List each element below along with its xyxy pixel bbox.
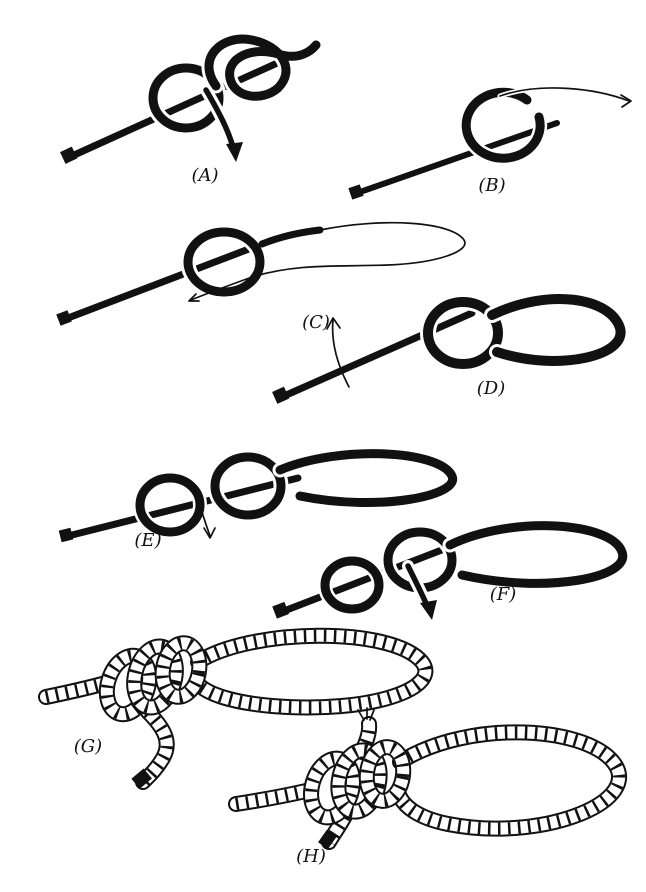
panel-c: (C)	[56, 221, 466, 333]
panel-label-e: (E)	[134, 530, 161, 551]
arrow-head	[203, 527, 216, 539]
frayed-end-strands	[357, 707, 375, 721]
rope-end-block	[348, 184, 364, 200]
rope-end-block	[272, 601, 290, 619]
panel-d: (D)	[272, 299, 621, 404]
panel-a: (A)	[60, 39, 317, 186]
rope-end-block	[58, 527, 74, 543]
panel-f: (F)	[272, 526, 623, 620]
big-loop	[450, 526, 623, 584]
loop	[466, 92, 540, 158]
rope-end-block	[60, 146, 78, 164]
panel-h: (H)	[236, 707, 619, 867]
panel-label-d: (D)	[477, 378, 505, 399]
rope-end-block	[272, 386, 290, 404]
arrow-head	[188, 293, 200, 302]
arrow-head	[226, 142, 243, 162]
panel-e: (E)	[58, 454, 453, 551]
arrow-head	[420, 600, 437, 620]
panel-label-c: (C)	[302, 312, 330, 333]
panel-label-g: (G)	[74, 736, 102, 757]
working-end-loop	[251, 221, 466, 278]
rope-standing-part	[68, 244, 262, 318]
panel-label-b: (B)	[478, 175, 505, 196]
panel-b: (B)	[348, 88, 632, 200]
tail-end-block	[318, 830, 337, 850]
arrow-head	[326, 317, 341, 330]
panel-label-f: (F)	[490, 584, 517, 605]
big-loop	[492, 299, 621, 361]
panel-label-h: (H)	[296, 846, 326, 867]
tail-end-block	[131, 768, 152, 789]
panel-g: (G)	[46, 636, 425, 789]
arrow-head	[620, 94, 632, 108]
rope-transition	[262, 230, 320, 244]
rope-end-block	[56, 310, 72, 326]
panel-label-a: (A)	[191, 165, 218, 186]
